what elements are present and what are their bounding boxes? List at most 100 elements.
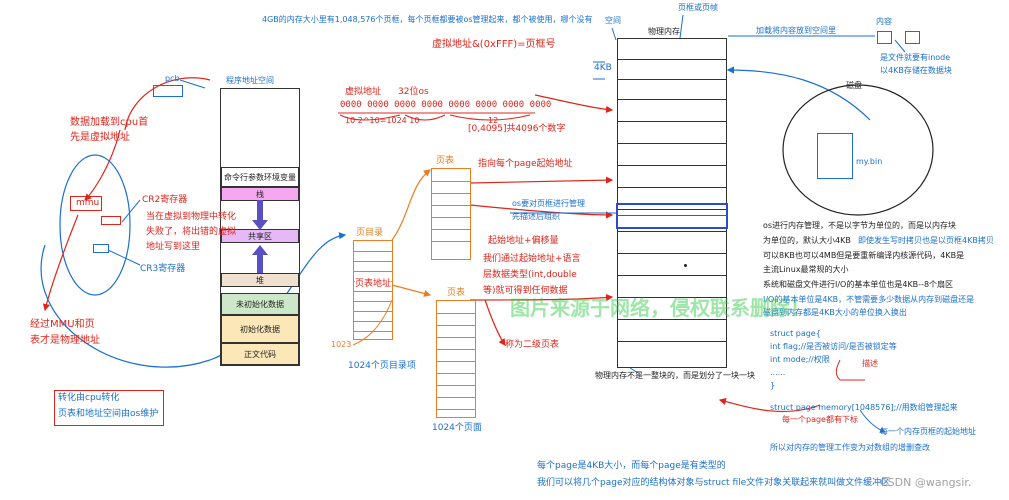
cpu-note-box [54,390,164,426]
segment-text: 正文代码 [221,343,299,365]
segment-stack: 栈 [221,187,299,201]
bottom-line-1: 每个page是4KB大小，而每个page是有类型的 [537,461,726,471]
mem-conclusion: 所以对内存的管理工作变为对数组的增删查改 [770,443,930,452]
os-manage-2: 先描述后组织 [512,212,560,221]
cr2-desc-2: 失败了，将出错的虚拟 [146,227,237,237]
page-table-2-label: 页表 [447,288,466,298]
address-space-label: 程序地址空间 [226,76,274,85]
cr2-box [101,216,121,225]
cr3-box [93,244,109,253]
struct-line-1: struct page{ [770,329,821,338]
segment-cmdline-env: 命令行参数环境变量 [221,167,299,187]
file-box [817,133,853,179]
struct-line-4: ...... [770,368,786,377]
io-2: I/O的基本单位是4KB，不管需要多少数据从内存到磁盘还是 [763,295,975,304]
load-note-1: 数据加载到cpu首 [70,117,149,128]
mmu-label: mmu [76,198,100,208]
cr2-desc-3: 地址写到这里 [146,242,201,252]
file-label: my.bin [856,157,883,166]
cpu-note-1: 转化由cpu转化 [58,393,120,403]
page-dir-label: 页目录 [356,228,384,238]
page-table-pointer: 指向每个page起始地址 [478,159,573,169]
page-count-label: 1024个页面 [432,423,482,433]
frame-label: 页框或页帧 [678,3,718,12]
io-3: 磁盘到内存都是4KB大小的单位换入换出 [763,308,907,317]
page-table-2 [436,300,476,418]
phys-note-2: 表才是物理地址 [30,335,100,346]
space-label: 空间 [605,16,621,25]
page-dir-addr: 页表地址 [355,279,392,289]
file-size-2: 主流Linux最常规的大小 [763,265,849,274]
vaddr-to-frame-arrow [534,94,614,114]
page-directory [353,240,393,340]
io-1: 系统和磁盘文件进行I/O的基本单位也是4KB--8个扇区 [763,280,954,289]
offset-2: 我们通过起始地址+语言 [483,254,581,264]
csdn-label: CSDN @wangsir. [880,476,972,489]
load-arrow [84,129,121,201]
heap-grow-arrow [252,245,268,273]
file-note-1: 是文件就要有inode [880,53,951,62]
unit-text-1: os进行内存管理，不是以字节为单位的，而是以内存块 [763,221,957,230]
pcb-label: pcb [165,74,180,83]
unit-text-2: 为单位的，默认大小4KB [763,236,851,245]
vaddr-formula: 虚拟地址&(0xFFF)=页框号 [432,39,556,50]
segment-heap: 堆 [221,273,299,287]
content-box-2 [905,31,920,44]
content-box-1 [877,31,892,44]
address-space: 命令行参数环境变量 栈 共享区 堆 未初始化数据 初始化数据 正文代码 [220,88,300,366]
phys-note-1: 经过MMU和页 [30,319,95,330]
copy-note: 即使发生写时拷贝也是以页框4KB拷贝 [858,236,994,245]
mem-addr: 每一个内存页框的起始地址 [880,427,976,436]
struct-desc: 描述 [862,359,878,368]
phys-dot [684,264,687,267]
phys-size: 4KB [594,63,612,73]
pt-to-frame-arrow [469,176,614,184]
address-space-arc [40,244,211,368]
load-note-2: 先是虚拟地址 [70,132,130,143]
cpu-ellipse [59,154,131,296]
cpu-note-2: 页表和地址空间由os维护 [58,409,159,419]
highlighted-frame-red-line [617,215,727,216]
pcb-box [153,85,183,97]
cr2-label: CR2寄存器 [142,195,188,205]
bottom-line-2: 我们可以将几个page对应的结构体对象与struct file文件对象关联起来就… [537,478,891,488]
segment-bss: 未初始化数据 [221,293,299,315]
load-into-space-note: 加载将内容放到空间里 [756,26,836,35]
phys-title: 物理内存 [648,27,680,36]
stack-grow-arrow [252,200,268,230]
second-level-label: 称为二级页表 [505,340,560,350]
offset-4: 等)就可得到任何数据 [483,286,568,296]
os-manage-1: os要对页框进行管理 [512,199,586,208]
disk-ellipse [782,84,934,216]
file-size-1: 可以8KB也可以4MB但是要重新编译内核源代码，4KB是 [763,251,965,260]
mmu-box [70,196,102,211]
vaddr-title: 虚拟地址 [345,87,382,97]
mem-array: struct page memory[1048576];//用数组管理起来 [770,403,958,412]
vaddr-split: 10 2^10=1024 10 [345,116,420,125]
mmu-to-phys-arrow [42,214,79,312]
page-dir-count: 1024个页目录项 [348,361,416,371]
page-table-label: 页表 [436,156,455,166]
top-info-text: 4GB的内存大小里有1,048,576个页框，每个页框都要被os管理起来，都个被… [262,15,593,24]
struct-line-2: int flag;//是否被访问/是否被锁定等 [770,342,897,351]
vaddr-to-top-arrow [124,77,211,131]
watermark: 图片来源于网络，侵权联系删除！ [510,296,810,320]
pd-to-pt-arrow [391,169,431,241]
highlighted-frame [616,203,728,229]
page-table-1 [431,168,471,260]
file-note-2: 以4KB存储在数据块 [880,66,952,75]
mem-sub: 每一个page都有下标 [782,415,858,424]
struct-line-3: int mode;//权限 [770,355,830,364]
disk-to-mem-arrow [726,66,871,121]
vaddr-twelve: 12 [488,116,499,125]
struct-line-5: } [770,381,776,390]
cr3-label: CR3寄存器 [140,264,186,274]
vaddr-binary: 0000 0000 0000 0000 0000 0000 0000 0000 [340,100,552,110]
cr2-desc-1: 当在虚拟到物理中转化 [146,212,237,222]
disk-label: 磁盘 [846,81,862,90]
vaddr-range: [0,4095]共4096个数字 [468,124,566,134]
vaddr-bits: 32位os [398,87,429,97]
phys-bottom-note: 物理内存不是一整块的，而是划分了一块一块 [595,371,755,380]
